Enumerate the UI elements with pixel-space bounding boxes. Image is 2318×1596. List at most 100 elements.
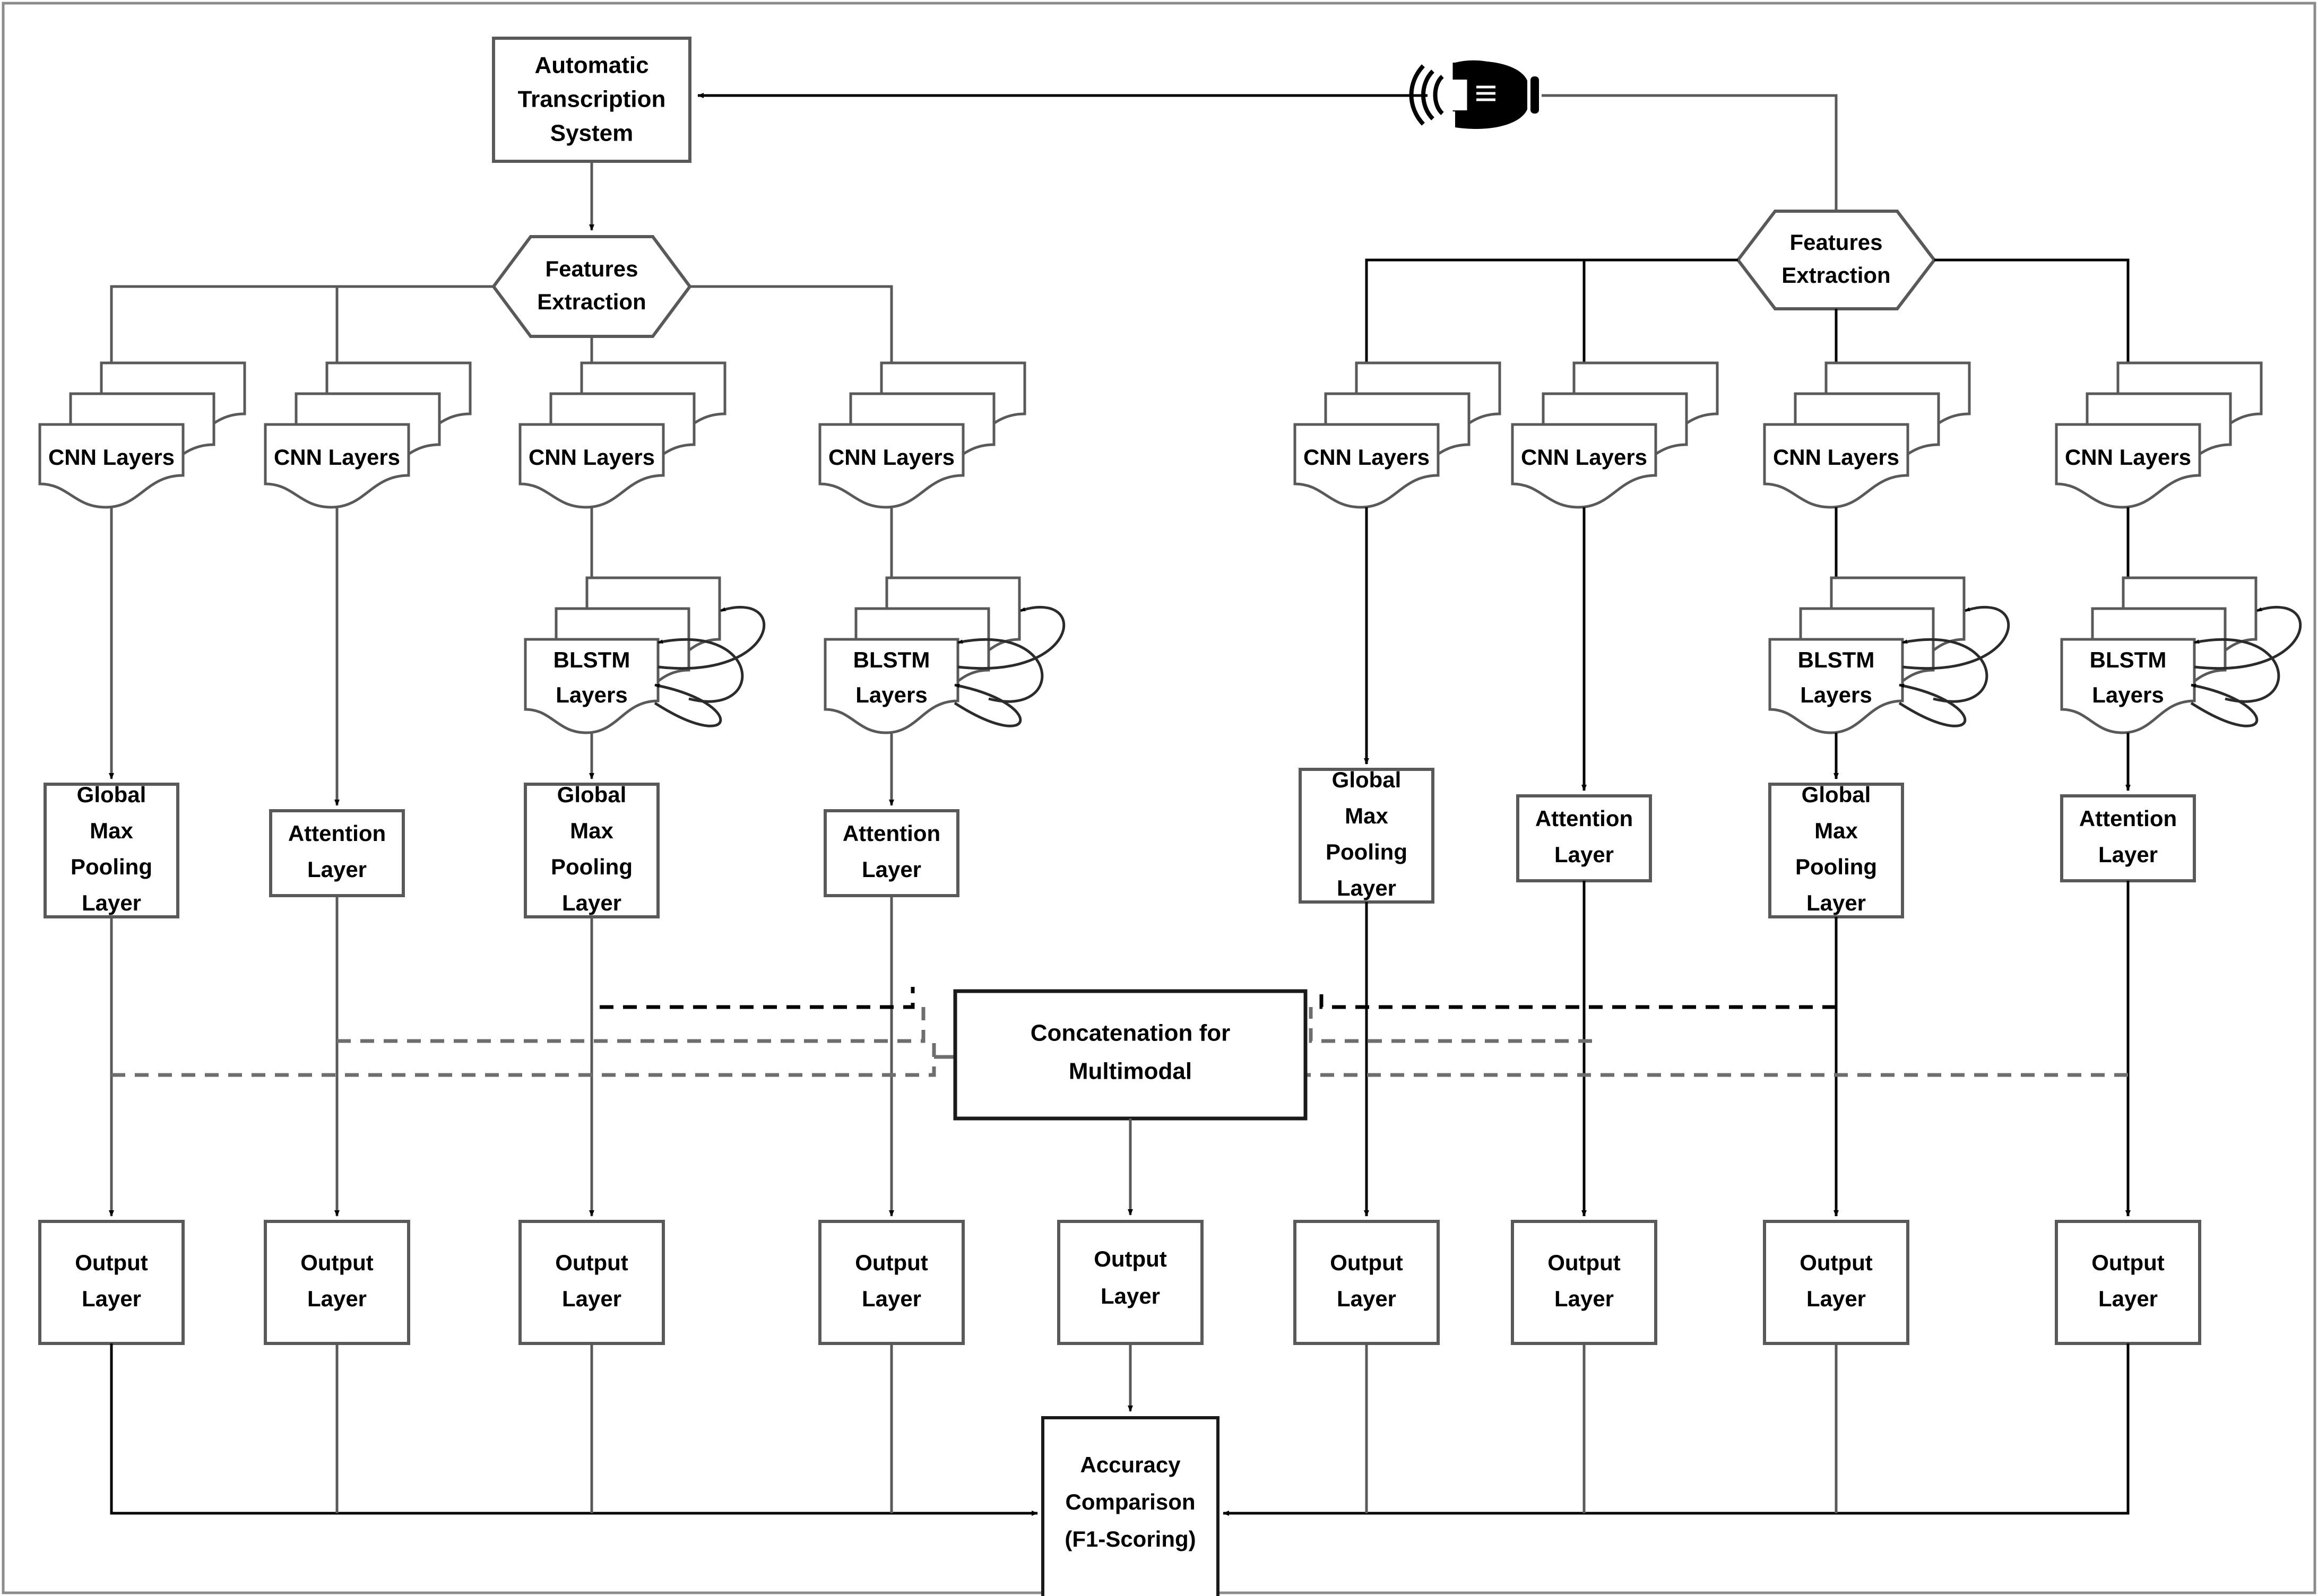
- blstm-layers-L3-label-2: Layers: [556, 682, 627, 707]
- output-layer-L3-label-2: Layer: [562, 1286, 621, 1311]
- global-max-pooling-layer-L3-label-2: Max: [570, 818, 613, 843]
- blstm-layers-L3-stack: BLSTM Layers: [524, 576, 721, 734]
- fe-left-line-1: Features: [545, 256, 638, 281]
- edge-fe-right-c2: [1582, 258, 1738, 399]
- blstm-recurrent-loops: [1898, 606, 2010, 727]
- concatenation-for-multimodal-box: Concatenation for Multimodal: [953, 989, 1308, 1121]
- output-layer-L4-label-2: Layer: [862, 1286, 921, 1311]
- output-layer-R2-label-1: Output: [1547, 1250, 1621, 1275]
- transcription-line-3: System: [550, 120, 634, 146]
- attention-layer-R4-label-1: Attention: [2079, 806, 2177, 831]
- global-max-pooling-layer-L3-label-1: Global: [557, 782, 627, 807]
- blstm-layers-L4-label-1: BLSTM: [853, 647, 930, 672]
- features-extraction-left: Features Extraction: [491, 235, 692, 338]
- global-max-pooling-layer-R3-label-4: Layer: [1806, 890, 1866, 915]
- global-max-pooling-layer-R3-label-1: Global: [1802, 782, 1871, 807]
- global-max-pooling-layer-R1-label-1: Global: [1332, 767, 1402, 792]
- accuracy-comparison-box: Accuracy Comparison (F1-Scoring): [1041, 1416, 1219, 1596]
- cnn-layers-R3-stack: CNN Layers: [1763, 361, 1971, 509]
- blstm-layers-L3-label-1: BLSTM: [553, 647, 630, 672]
- output-layer-R4-label-1: Output: [2091, 1250, 2165, 1275]
- blstm-loop-1: [658, 606, 766, 670]
- attention-layer-L2-label-2: Layer: [307, 857, 367, 882]
- blstm-loop-3: [2190, 683, 2259, 727]
- fe-right-line-2: Extraction: [1781, 263, 1890, 288]
- output-layer-R4-label-2: Layer: [2098, 1286, 2158, 1311]
- concat-line-1: Concatenation for: [1031, 1020, 1230, 1046]
- global-max-pooling-layer-L1-label-2: Max: [90, 818, 133, 843]
- dashed-feed-right-2: [1309, 1007, 1592, 1043]
- cnn-layers-L4-stack: CNN Layers: [818, 361, 1026, 509]
- output-layer-R3-label-2: Layer: [1806, 1286, 1866, 1311]
- transcription-line-1: Automatic: [534, 53, 648, 79]
- output-layer-L1-label-2: Layer: [82, 1286, 141, 1311]
- blstm-recurrent-loops: [954, 606, 1066, 727]
- blstm-loop-2: [658, 638, 744, 703]
- transcription-line-2: Transcription: [518, 86, 666, 112]
- output-layer-R1-label-1: Output: [1330, 1250, 1403, 1275]
- output-layer-R1-label-2: Layer: [1337, 1286, 1396, 1311]
- cnn-layers-L3-label-1: CNN Layers: [529, 445, 655, 470]
- blstm-layers-R3-label-1: BLSTM: [1798, 647, 1875, 672]
- cnn-layers-L2-label-1: CNN Layers: [274, 445, 400, 470]
- output-fusion-line-1: Output: [1094, 1246, 1167, 1271]
- global-max-pooling-layer-L3-label-3: Pooling: [551, 854, 633, 879]
- dashed-feed-right-3: [1319, 987, 1836, 1009]
- dashed-feed-left-3: [600, 987, 915, 1009]
- output-layer-L3-label-1: Output: [555, 1250, 628, 1275]
- audio-speaker-icon: [1409, 60, 1539, 129]
- output-fusion-line-2: Layer: [1101, 1283, 1160, 1308]
- cnn-layers-L3-stack: CNN Layers: [518, 361, 726, 509]
- edge-fe-left-c2: [335, 285, 494, 399]
- blstm-loop-3: [1898, 683, 1967, 727]
- global-max-pooling-layer-R3-label-3: Pooling: [1795, 854, 1877, 879]
- output-layer-L2-label-1: Output: [300, 1250, 374, 1275]
- cnn-layers-L1-label-1: CNN Layers: [48, 445, 175, 470]
- blstm-layers-L4-label-2: Layers: [855, 682, 927, 707]
- fe-left-line-2: Extraction: [537, 289, 646, 314]
- global-max-pooling-layer-L1-label-4: Layer: [82, 890, 141, 915]
- cnn-layers-R3-label-1: CNN Layers: [1773, 445, 1899, 470]
- edge-fe-left-c4: [690, 285, 893, 399]
- blstm-layers-R3-label-2: Layers: [1800, 682, 1872, 707]
- cnn-layers-L2-stack: CNN Layers: [264, 361, 472, 509]
- output-layer-R2-label-2: Layer: [1554, 1286, 1614, 1311]
- output-layer-R3-label-1: Output: [1800, 1250, 1873, 1275]
- blstm-loop-2: [957, 638, 1044, 703]
- attention-layer-R2-label-2: Layer: [1554, 842, 1614, 867]
- accuracy-line-1: Accuracy: [1080, 1452, 1181, 1477]
- fe-right-line-1: Features: [1789, 230, 1882, 255]
- output-layer-fusion: Output Layer: [1057, 1220, 1204, 1345]
- global-max-pooling-layer-R1-label-3: Pooling: [1326, 839, 1407, 864]
- blstm-loop-2: [2194, 638, 2280, 703]
- cnn-layers-R1-stack: CNN Layers: [1293, 361, 1501, 509]
- global-max-pooling-layer-L1-label-1: Global: [77, 782, 146, 807]
- blstm-layers-L4-stack: BLSTM Layers: [824, 576, 1021, 734]
- attention-layer-L2-label-1: Attention: [288, 821, 386, 846]
- dashed-feed-left-1: [111, 1041, 936, 1077]
- accuracy-line-2: Comparison: [1065, 1489, 1195, 1514]
- bottom-collector-right: [1223, 1343, 2130, 1516]
- output-layer-L4-label-1: Output: [855, 1250, 928, 1275]
- bottom-collector-left: [110, 1343, 1038, 1516]
- attention-layer-R4-label-2: Layer: [2098, 842, 2158, 867]
- global-max-pooling-layer-R1-label-2: Max: [1345, 803, 1388, 828]
- concat-line-2: Multimodal: [1069, 1059, 1192, 1085]
- dashed-feeds-left: [111, 987, 955, 1077]
- global-max-pooling-layer-L3-label-4: Layer: [562, 890, 621, 915]
- global-max-pooling-layer-R3-label-2: Max: [1814, 818, 1858, 843]
- cnn-layers-R2-stack: CNN Layers: [1511, 361, 1719, 509]
